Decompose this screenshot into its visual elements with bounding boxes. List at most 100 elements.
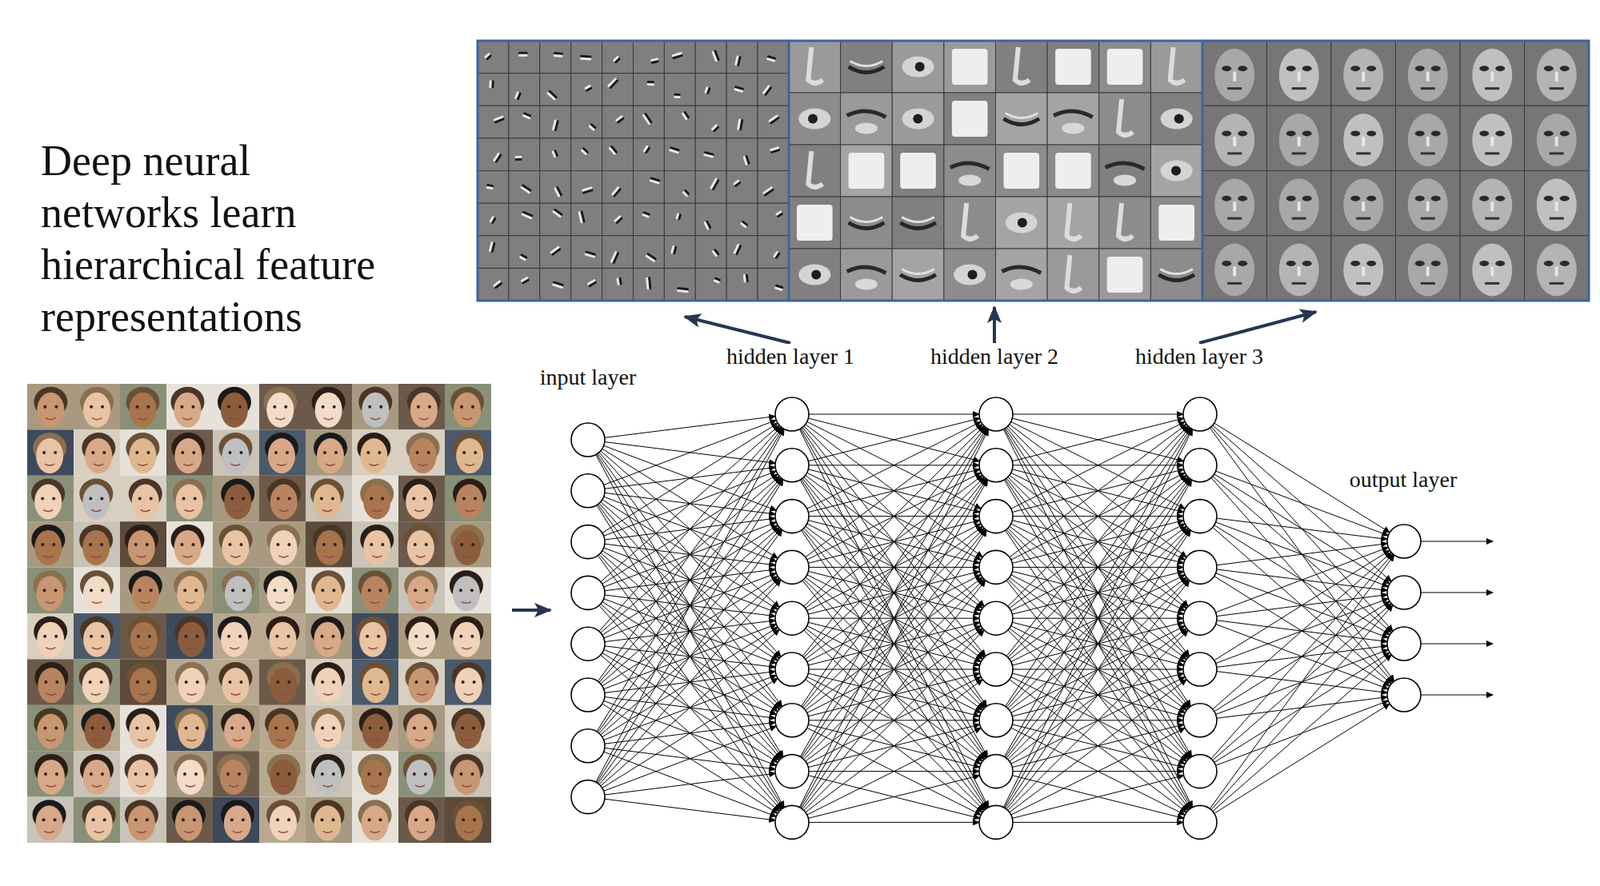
photo-eye (228, 451, 232, 455)
weight-line (801, 428, 988, 707)
part-pupil (808, 114, 818, 124)
face-nose (1426, 201, 1430, 212)
photo-mouth (230, 464, 240, 466)
photo-mouth (323, 601, 333, 604)
edge-filter (772, 250, 781, 260)
photo-eye (412, 497, 416, 501)
photo-mouth (323, 740, 333, 742)
face-cell (1460, 236, 1525, 301)
photo-eye (287, 543, 291, 547)
photo-cell (212, 613, 260, 660)
weight-line (808, 822, 980, 824)
photo-eye (134, 772, 138, 776)
photo-eye (424, 727, 428, 731)
neuron (775, 704, 809, 738)
filter-cell (540, 40, 572, 74)
photo-cell (166, 521, 213, 568)
weight-line (602, 423, 778, 533)
edge-filter (577, 210, 585, 224)
photo-eye (460, 727, 464, 731)
filter-cell (571, 203, 603, 236)
photo-face (34, 484, 62, 520)
face-mouth (1484, 87, 1500, 90)
face-eye (1366, 260, 1376, 267)
photo-mouth (323, 831, 333, 833)
filter-light (488, 216, 495, 224)
filter-cell (571, 268, 603, 301)
part-nose (963, 203, 978, 240)
photo-mouth (139, 648, 149, 650)
filter-cell (571, 73, 603, 107)
part-eye-white (1005, 212, 1038, 234)
filter-cell (726, 171, 758, 204)
photo-mouth (45, 648, 56, 650)
weight-line (800, 480, 988, 808)
photo-eye (365, 635, 369, 639)
face-cell (1331, 105, 1396, 171)
part-cell (892, 40, 944, 93)
photo-cell (27, 476, 74, 522)
face-nose (1555, 201, 1559, 212)
photo-face (361, 392, 389, 428)
filter-light (551, 150, 556, 159)
face-eye (1544, 65, 1554, 72)
neuron (1183, 755, 1217, 789)
filter-light (734, 55, 740, 66)
photo-face (128, 714, 156, 750)
photo-cell (259, 751, 306, 797)
photo-cell (352, 429, 399, 476)
photo-eye (425, 818, 429, 822)
face-mouth (1484, 152, 1500, 155)
photo-face (359, 622, 387, 658)
part-cell (840, 248, 893, 301)
face-cell (1460, 171, 1525, 236)
part-cell (1150, 248, 1203, 301)
photo-mouth (140, 601, 151, 604)
filter-cell (508, 268, 540, 301)
face-nose (1490, 266, 1494, 276)
face-mouth (1292, 87, 1307, 90)
photo-cell (444, 521, 492, 568)
photo-eye (91, 451, 95, 455)
weight-line (802, 427, 986, 656)
photo-cell (305, 797, 352, 844)
photo-face (270, 760, 298, 796)
photo-eye (88, 543, 92, 547)
face-eye (1237, 260, 1248, 267)
face-shape (1472, 243, 1512, 296)
filter-light (580, 57, 592, 61)
photo-eye (380, 497, 384, 501)
face-nose (1232, 266, 1236, 276)
face-cell (1396, 171, 1461, 236)
photo-eye (146, 405, 150, 409)
face-eye (1431, 196, 1441, 202)
photo-mouth (279, 785, 289, 788)
face-nose (1361, 72, 1365, 82)
photo-eye (52, 497, 56, 501)
weight-line (1209, 555, 1394, 809)
weight-line (1212, 425, 1392, 582)
filter-cell (695, 105, 727, 139)
filter-light (520, 212, 532, 220)
photo-eye (136, 680, 140, 684)
filter-cell (633, 138, 665, 172)
filter-light (641, 113, 651, 125)
face-shape (1343, 178, 1384, 232)
edge-filter (553, 185, 563, 198)
filter-light (673, 96, 680, 99)
panel-divider (1201, 40, 1204, 301)
part-eye-white (902, 108, 935, 130)
filter-cell (757, 203, 789, 236)
photo-face (316, 530, 344, 566)
weight-line (804, 630, 984, 811)
face-nose (1426, 266, 1430, 276)
photo-mouth (371, 693, 381, 696)
photo-cell (212, 659, 260, 705)
photo-cell (259, 613, 306, 660)
photo-cell (73, 476, 120, 522)
photo-face (266, 392, 294, 428)
photo-mouth (415, 785, 425, 788)
face-eye (1286, 196, 1296, 202)
photo-face (453, 530, 481, 566)
neuron (775, 652, 809, 687)
